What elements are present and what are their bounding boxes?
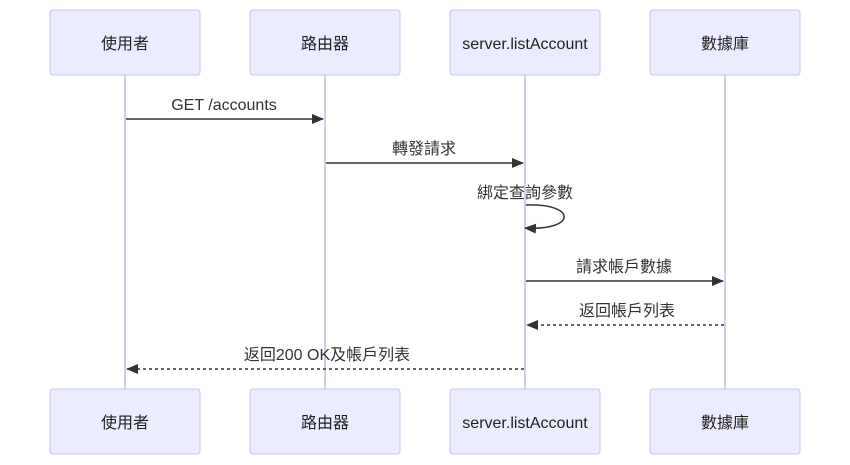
actor-label: 使用者: [101, 414, 149, 432]
actor-user-bottom: 使用者: [49, 388, 201, 455]
message-label: 轉發請求: [392, 140, 456, 158]
actor-label: 路由器: [301, 414, 349, 432]
actor-server-bottom: server.listAccount: [449, 388, 601, 455]
actor-label: server.listAccount: [462, 36, 588, 53]
actor-database-top: 數據庫: [649, 9, 801, 76]
message-label: 請求帳戶數據: [576, 258, 672, 276]
actor-label: server.listAccount: [462, 415, 588, 432]
actor-user-top: 使用者: [49, 9, 201, 76]
actor-database-bottom: 數據庫: [649, 388, 801, 455]
actor-label: 路由器: [301, 35, 349, 53]
message-request-account-data: 請求帳戶數據: [526, 258, 724, 286]
actor-label: 使用者: [101, 35, 149, 53]
actor-label: 數據庫: [701, 35, 749, 53]
message-bind-query-params: 綁定查詢參數: [477, 184, 573, 234]
message-get-accounts: GET /accounts: [126, 97, 324, 124]
actor-router-top: 路由器: [249, 9, 401, 76]
actor-server-top: server.listAccount: [449, 9, 601, 76]
message-label: 返回帳戶列表: [579, 302, 675, 320]
message-forward-request: 轉發請求: [326, 140, 524, 168]
message-return-account-list: 返回帳戶列表: [526, 302, 724, 330]
message-label: 綁定查詢參數: [477, 184, 573, 202]
actor-label: 數據庫: [701, 414, 749, 432]
actor-router-bottom: 路由器: [249, 388, 401, 455]
message-label: GET /accounts: [171, 97, 277, 114]
self-message-arrow: [524, 204, 565, 234]
message-return-200-ok: 返回200 OK及帳戶列表: [126, 346, 524, 374]
message-label: 返回200 OK及帳戶列表: [244, 346, 410, 364]
